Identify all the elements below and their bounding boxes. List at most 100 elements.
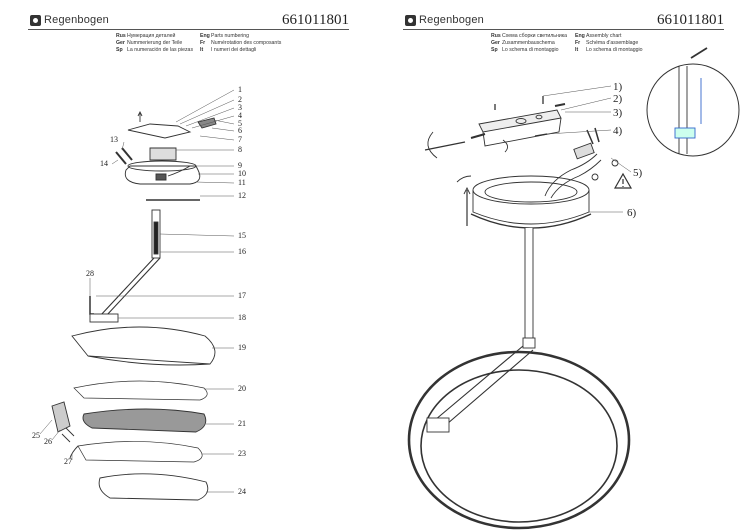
ring-clamp xyxy=(89,313,119,323)
part-label: 19 xyxy=(238,343,246,352)
header-divider xyxy=(403,29,724,30)
led-strip xyxy=(73,380,208,401)
parts-numbering-sheet: Regenbogen 661011801 RusНумерация детале… xyxy=(28,12,349,501)
canopy-cup xyxy=(124,165,201,185)
canopy-inner-rim xyxy=(484,181,578,203)
ring-clamp xyxy=(426,417,450,433)
wall-plug xyxy=(424,141,466,151)
part-label: 23 xyxy=(238,449,246,458)
part-label: 11 xyxy=(238,178,246,187)
led-strip xyxy=(77,441,203,463)
screw xyxy=(554,103,566,107)
diffuser-ring xyxy=(82,408,207,433)
detail-inset xyxy=(646,63,740,157)
driver-box xyxy=(149,147,177,161)
part-label: 13 xyxy=(110,135,118,144)
screw xyxy=(470,133,486,139)
bracket-hole xyxy=(535,114,543,120)
step-label: 1) xyxy=(613,81,623,93)
wire xyxy=(69,445,79,459)
stem-joint xyxy=(522,337,536,349)
part-label: 7 xyxy=(238,135,242,144)
stem xyxy=(524,228,534,347)
canopy-bottom xyxy=(470,213,592,229)
bracket xyxy=(89,296,94,315)
product-code: 661011801 xyxy=(657,12,724,28)
step-label: 5) xyxy=(633,167,643,179)
support-arm xyxy=(99,257,155,317)
language-row: RusСхема сборки светильника xyxy=(491,33,568,39)
part-label: 18 xyxy=(238,313,246,322)
part-label: 27 xyxy=(64,457,72,466)
wire xyxy=(550,159,602,199)
inset-stem xyxy=(678,66,688,154)
part-label: 2 xyxy=(238,95,242,104)
language-row: EngAssembly chart xyxy=(575,33,622,39)
leader-lines xyxy=(39,89,235,493)
assembly-drawing: 1) 2) 3) 4) 5) 6) xyxy=(407,47,740,530)
brand-name: Regenbogen xyxy=(44,14,110,26)
arrow-head xyxy=(137,110,143,117)
part-label: 10 xyxy=(238,169,246,178)
light-ring-outer xyxy=(407,350,631,530)
header-divider xyxy=(28,29,349,30)
part-label: 17 xyxy=(238,291,246,300)
exploded-parts-drawing: 1 2 3 4 5 6 7 8 9 10 11 12 13 14 15 16 1… xyxy=(32,85,246,501)
part-label: 1 xyxy=(238,85,242,94)
part-label: 28 xyxy=(86,269,94,278)
rotate-arrow xyxy=(456,175,472,183)
screw xyxy=(115,151,127,165)
brand-name: Regenbogen xyxy=(419,14,485,26)
part-number-labels: 1 2 3 4 5 6 7 8 9 10 11 12 13 14 15 16 1… xyxy=(32,85,246,496)
mounting-bracket xyxy=(478,109,562,133)
stem-insert xyxy=(153,221,159,255)
inset-screw xyxy=(690,47,708,59)
step-label: 2) xyxy=(613,93,623,105)
support-arm xyxy=(434,345,534,425)
terminal-block xyxy=(573,142,595,160)
wire xyxy=(167,165,191,177)
part-label: 3 xyxy=(238,103,242,112)
part-label: 15 xyxy=(238,231,246,240)
ring-outer-shell xyxy=(71,326,216,365)
product-code: 661011801 xyxy=(282,12,349,28)
connector xyxy=(197,117,217,129)
wire xyxy=(544,153,598,197)
bracket-side xyxy=(482,117,562,147)
support-arm xyxy=(105,257,161,317)
light-ring-inner xyxy=(420,369,618,523)
brand-logo: Regenbogen xyxy=(405,14,484,26)
screw xyxy=(61,427,75,443)
mounting-plate xyxy=(127,123,192,139)
part-label: 9 xyxy=(238,161,242,170)
canopy-top xyxy=(472,175,590,205)
brand-logo: Regenbogen xyxy=(30,14,109,26)
neutral-symbol-icon xyxy=(591,173,599,181)
inset-clamp xyxy=(674,127,696,139)
brand-mark-icon xyxy=(30,14,41,26)
canopy-body xyxy=(472,190,590,225)
rotate-arrow xyxy=(427,131,438,159)
step-label: 6) xyxy=(627,207,637,219)
language-row: RusНумерация деталей xyxy=(116,33,176,39)
part-label: 14 xyxy=(100,159,108,168)
ring-inner-shell xyxy=(98,473,209,501)
language-row: EngParts numbering xyxy=(200,33,250,39)
screw xyxy=(534,133,548,137)
part-label: 25 xyxy=(32,431,40,440)
step-label: 3) xyxy=(613,107,623,119)
assembly-chart-sheet: Regenbogen 661011801 RusСхема сборки све… xyxy=(375,0,750,530)
warning-icon xyxy=(613,172,633,189)
arrow-head xyxy=(463,186,471,195)
